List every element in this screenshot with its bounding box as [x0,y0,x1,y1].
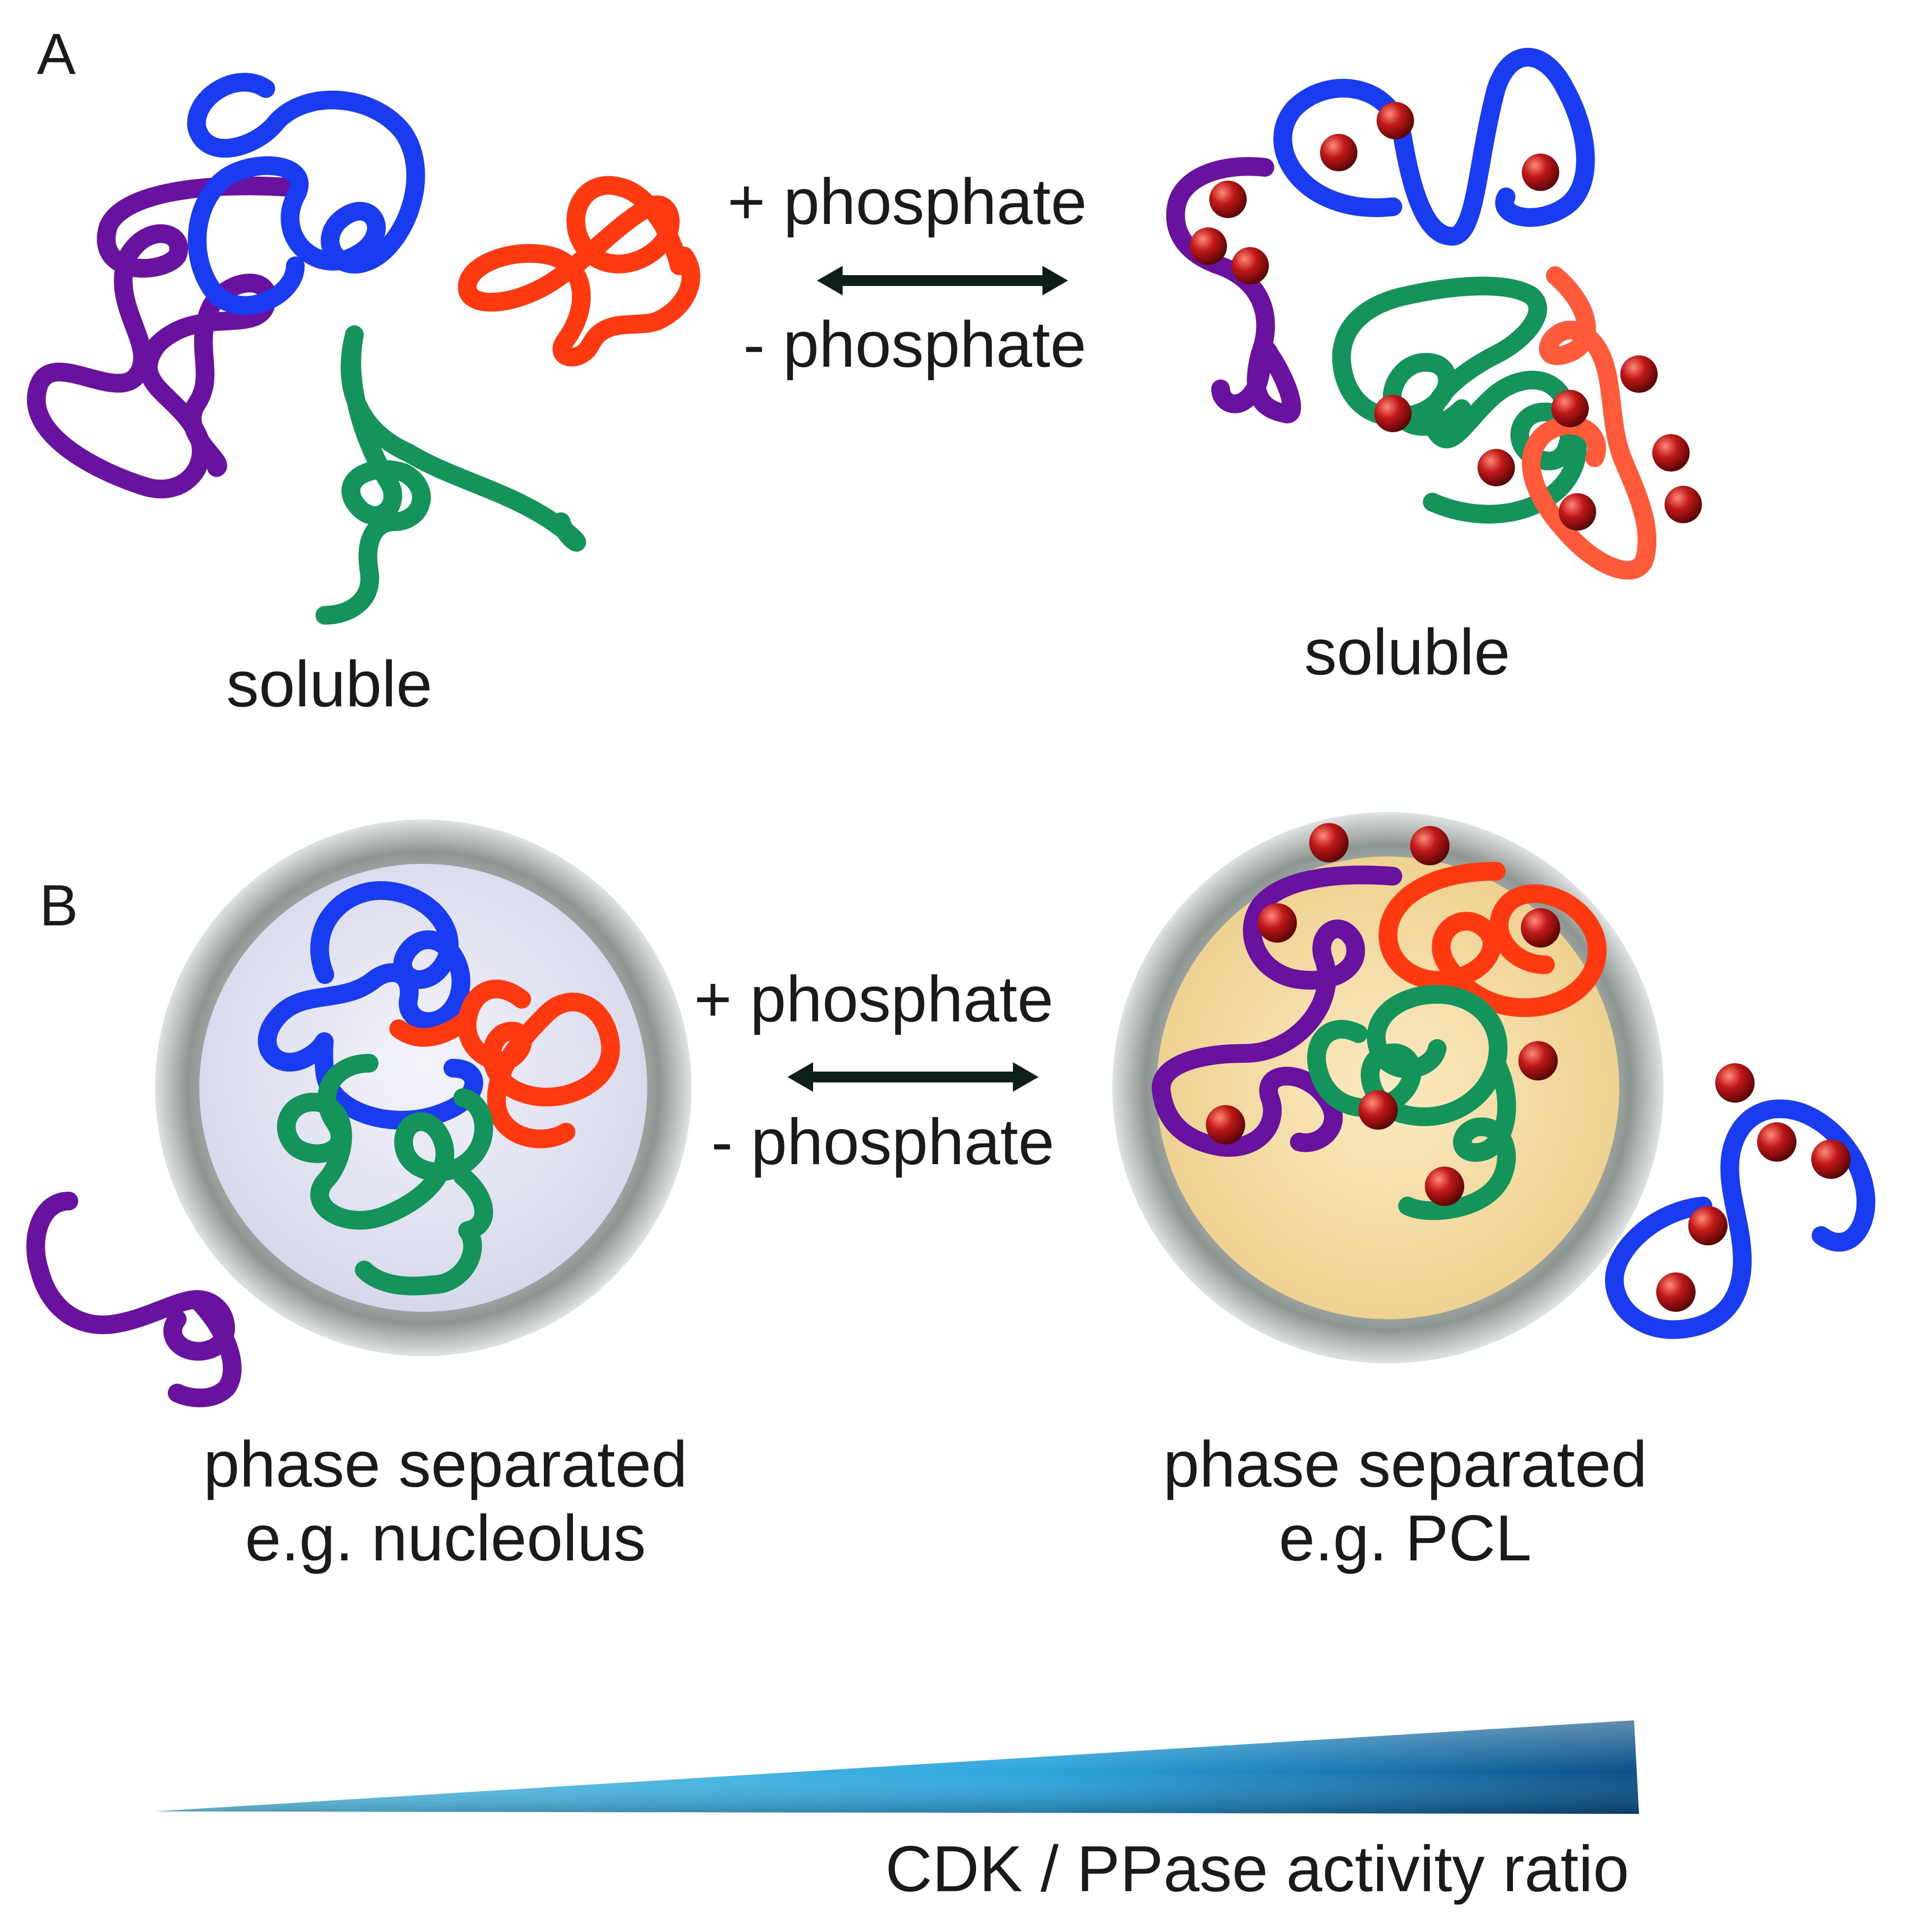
left-phase-caption-line1: phase separated [203,1428,687,1500]
phosphate-bead-icon [1410,826,1449,865]
panel-a: A + phosphate - phosphate soluble [27,22,1702,720]
phosphate-bead-icon [1309,823,1349,862]
phosphate-bead-icon [1551,390,1589,427]
right-phase-caption-line2: e.g. PCL [1279,1502,1532,1574]
green-protein [277,1054,493,1296]
phosphate-beads-a [1190,102,1702,531]
gradient-caption: CDK / PPase activity ratio [885,1833,1629,1905]
right-soluble-proteins [1166,48,1657,580]
phosphate-bead-icon [1320,134,1357,171]
red-protein-phosphorylated [1522,266,1657,580]
phosphate-bead-icon [1757,1122,1796,1162]
phosphate-bead-icon [1478,449,1515,486]
red-protein [458,176,700,367]
purple-protein [26,1192,242,1407]
phosphate-bead-icon [1559,493,1596,531]
phosphate-bead-icon [1620,355,1658,393]
phosphate-bead-icon [1656,1272,1696,1312]
phosphate-bead-icon [1518,1041,1558,1080]
phosphate-bead-icon [1377,102,1414,139]
phosphate-bead-icon [1811,1140,1851,1179]
blue-protein-phosphorylated [1605,1099,1876,1339]
green-protein [315,325,586,625]
double-headed-arrow-icon [817,266,1068,295]
purple-protein-phosphorylated [1152,865,1402,1157]
purple-protein-phosphorylated [1166,157,1301,423]
phosphate-bead-icon [1652,434,1690,472]
minus-phosphate-label-a: - phosphate [743,308,1086,380]
green-protein-phosphorylated [1332,277,1587,524]
phosphate-bead-icon [1425,1167,1464,1206]
phosphate-bead-icon [1206,1105,1245,1144]
purple-protein [27,176,295,499]
gradient-wedge-icon [155,1720,1639,1814]
green-protein-phosphorylated [1307,985,1516,1220]
phosphate-bead-icon [1209,181,1247,218]
panel-b: B + phosphate - phosphate [26,812,1876,1574]
double-headed-arrow-icon [787,1062,1039,1092]
phosphate-bead-icon [1521,908,1560,948]
phosphate-bead-icon [1688,1206,1728,1245]
panel-label-b: B [39,873,78,938]
red-protein-phosphorylated [1379,862,1607,1017]
left-soluble-proteins [27,73,700,625]
red-protein [389,980,620,1148]
pcl-droplet [1112,812,1664,1363]
phosphate-bead-icon [1231,247,1269,285]
plus-phosphate-label-a: + phosphate [727,165,1087,238]
phosphate-bead-icon [1715,1063,1755,1103]
left-soluble-caption: soluble [226,648,432,720]
phosphate-bead-icon [1522,154,1559,191]
minus-phosphate-label-b: - phosphate [711,1106,1054,1178]
phosphate-bead-icon [1258,903,1297,943]
blue-protein-phosphorylated [1273,48,1595,246]
plus-phosphate-label-b: + phosphate [694,963,1053,1035]
phosphate-beads-b [1206,823,1851,1312]
phosphate-bead-icon [1190,227,1227,265]
right-phase-caption-line1: phase separated [1163,1428,1647,1500]
phosphate-bead-icon [1665,486,1702,523]
blue-protein [187,73,425,315]
panel-label-a: A [37,22,76,87]
nucleolus-droplet [155,820,692,1356]
left-phase-caption-line2: e.g. nucleolus [245,1502,646,1574]
phosphate-bead-icon [1358,1090,1398,1130]
phosphate-bead-icon [1374,395,1412,432]
right-soluble-caption: soluble [1304,616,1510,688]
